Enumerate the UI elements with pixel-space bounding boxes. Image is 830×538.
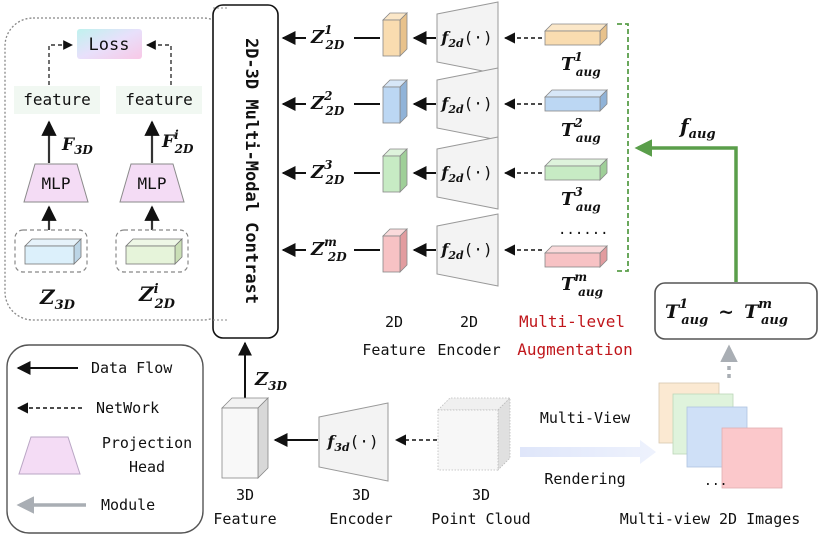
encoder-2d-3	[436, 136, 499, 210]
mlp-label-right: MLP	[138, 174, 167, 193]
label-3d-feature-line2: Feature	[213, 510, 276, 528]
z2d-1-label-bg	[306, 22, 354, 52]
legend-projection-line1: Projection	[102, 434, 192, 452]
legend-module-label: Module	[101, 496, 155, 514]
encoder-3d-label: f3d(·)	[326, 432, 378, 454]
z2d-2-label-bg	[306, 88, 354, 118]
encoder-2d-2-label: f2d(·)	[440, 94, 492, 116]
t-range-box	[654, 282, 818, 340]
view-images-ellipsis: ...	[704, 474, 727, 489]
label-point-cloud-line2: Point Cloud	[431, 510, 530, 528]
encoder-2d-m	[436, 213, 499, 287]
loss-box	[77, 29, 142, 59]
z2d-3-label-bg	[306, 157, 354, 187]
col-encoder2d-line1: 2D	[460, 313, 478, 331]
rendering-label: Rendering	[544, 470, 625, 488]
view-image-m	[721, 427, 783, 489]
col-aug-line1: Multi-level	[519, 312, 625, 331]
label-point-cloud-line1: 3D	[472, 486, 490, 504]
multi-view-label: Multi-View	[540, 409, 631, 427]
rendering-arrow	[520, 440, 656, 464]
t-aug-3-cuboid	[544, 158, 608, 181]
z2d-m-label-bg	[306, 234, 354, 264]
mlp-head-left	[23, 163, 89, 203]
feature-box-right	[116, 86, 202, 114]
f3d-label: F3D	[61, 135, 93, 157]
encoder-2d-m-label: f2d(·)	[440, 240, 492, 262]
legend: Data Flow NetWork Projection Head Module	[6, 344, 204, 534]
col-aug-line2: Augmentation	[517, 340, 633, 359]
col-feature2d-line1: 2D	[385, 313, 403, 331]
label-3d-feature-line1: 3D	[236, 486, 254, 504]
contrast-label: 2D-3D Multi-Modal Contrast	[241, 38, 261, 304]
label-3d-encoder-line2: Encoder	[329, 510, 392, 528]
point-cloud-cube	[437, 397, 511, 471]
encoder-3d	[318, 402, 389, 482]
t-aug-2-cuboid	[544, 89, 608, 112]
col-encoder2d-line2: Encoder	[437, 341, 500, 359]
mlp-head-right	[119, 163, 185, 203]
feature-label-left: feature	[23, 90, 90, 109]
f-aug-label: faug	[678, 114, 716, 142]
col-feature2d-line2: Feature	[362, 341, 425, 359]
z3d-cuboid	[24, 238, 82, 265]
feature-2d-1-cuboid	[382, 12, 408, 57]
t-aug-1-cuboid	[544, 23, 608, 46]
mlp-label-left: MLP	[42, 174, 71, 193]
t-aug-m-cuboid	[544, 245, 608, 268]
z2d-dashed-box	[115, 229, 189, 273]
encoder-2d-1-label: f2d(·)	[440, 28, 492, 50]
loss-arrow-right	[146, 40, 172, 85]
z3d-bottom-label: Z3D	[254, 369, 287, 393]
feature-box-left	[14, 86, 100, 114]
label-3d-encoder-line1: 3D	[352, 486, 370, 504]
aug-bracket	[617, 23, 629, 272]
feature-label-right: feature	[125, 90, 192, 109]
f-aug-arrow	[634, 139, 738, 282]
legend-data-flow-label: Data Flow	[91, 359, 173, 377]
loss-label: Loss	[89, 35, 130, 55]
legend-network-label: NetWork	[96, 399, 159, 417]
label-multi-view-images: Multi-view 2D Images	[620, 510, 801, 528]
contrast-block: 2D-3D Multi-Modal Contrast	[212, 4, 279, 339]
feature-2d-m-cuboid	[382, 228, 408, 273]
legend-projection-icon	[18, 436, 81, 475]
z3d-dashed-box	[14, 229, 88, 273]
feature-3d-cuboid	[221, 397, 269, 479]
feature-2d-3-cuboid	[382, 148, 408, 193]
feature-2d-2-cuboid	[382, 79, 408, 124]
z2d-cuboid	[125, 238, 183, 265]
rows-ellipsis: ......	[558, 222, 609, 238]
multi-view-images: ...	[658, 382, 783, 489]
z3d-inset-label: Z3D	[39, 285, 76, 313]
legend-projection-line2: Head	[129, 458, 165, 476]
encoder-2d-3-label: f2d(·)	[440, 163, 492, 185]
